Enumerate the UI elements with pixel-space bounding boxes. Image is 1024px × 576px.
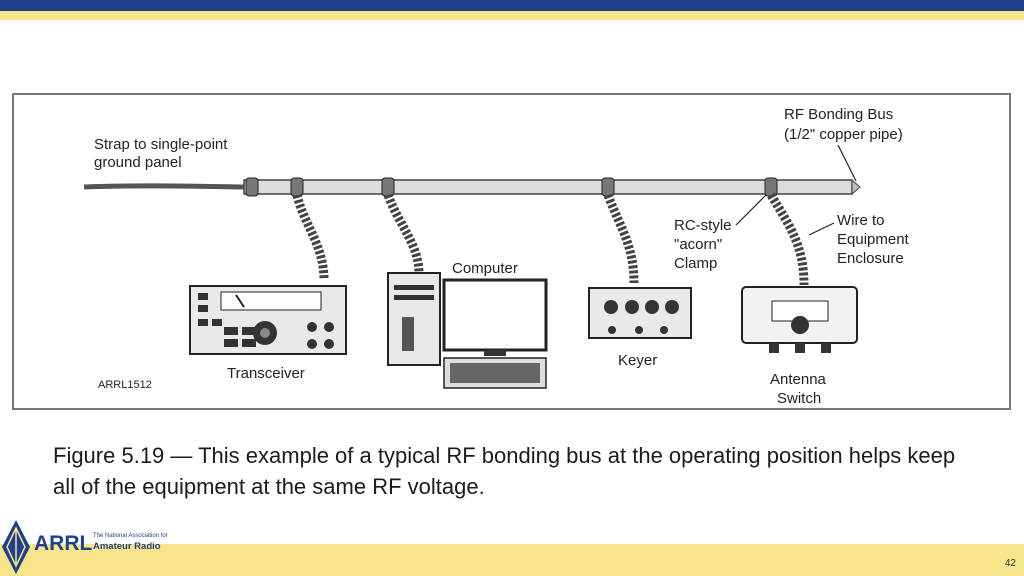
keyer-icon (588, 287, 692, 339)
logo-wordmark: ARRL (34, 532, 93, 555)
label-wire-line3: Enclosure (837, 250, 904, 267)
label-clamp-line3: Clamp (674, 255, 717, 272)
acorn-clamp (290, 177, 304, 197)
arrl-diamond-icon (2, 520, 30, 574)
transceiver-icon (189, 285, 347, 355)
braid-strap-keyer (603, 193, 639, 284)
bottom-stripe (0, 544, 1024, 576)
figure-caption: Figure 5.19 — This example of a typical … (53, 443, 956, 499)
label-transceiver: Transceiver (227, 365, 305, 382)
logo-tagline-2: Amateur Radio (93, 541, 161, 552)
label-wire-line2: Equipment (837, 231, 910, 248)
braid-strap-transceiver (292, 193, 329, 281)
ground-strap (83, 183, 245, 190)
label-wire-line1: Wire to (837, 212, 885, 229)
label-computer: Computer (452, 260, 518, 277)
label-switch-line2: Switch (777, 390, 821, 407)
acorn-clamp (381, 177, 395, 197)
label-switch-line1: Antenna (770, 371, 827, 388)
acorn-clamp (601, 177, 615, 197)
label-clamp-line1: RC-style (674, 217, 732, 234)
label-strap-line2: ground panel (94, 154, 182, 171)
top-stripe (0, 11, 1024, 20)
figure-frame: Strap to single-point ground panel RF Bo… (12, 93, 1011, 410)
label-clamp-line2: "acorn" (674, 236, 722, 253)
label-bus-line2: (1/2" copper pipe) (784, 126, 903, 143)
label-strap-line1: Strap to single-point (94, 136, 228, 153)
logo-tagline-1: The National Association for (93, 533, 168, 539)
label-bus-line1: RF Bonding Bus (784, 106, 893, 123)
bonding-bus-diagram: Strap to single-point ground panel RF Bo… (83, 106, 910, 407)
bus-pointer (837, 144, 857, 182)
braid-strap-switch (767, 192, 809, 286)
figure-id: ARRL1512 (98, 379, 152, 391)
top-bar (0, 0, 1024, 11)
acorn-clamp (245, 177, 259, 197)
clamp-pointer (735, 194, 767, 226)
bonding-bus-pipe (243, 179, 853, 195)
bus-end (851, 178, 861, 196)
page-number: 42 (1004, 558, 1016, 569)
wire-pointer (808, 222, 835, 236)
label-keyer: Keyer (618, 352, 657, 369)
antenna-switch-icon (741, 286, 858, 353)
computer-icon (387, 272, 548, 389)
braid-strap-computer (383, 193, 424, 274)
